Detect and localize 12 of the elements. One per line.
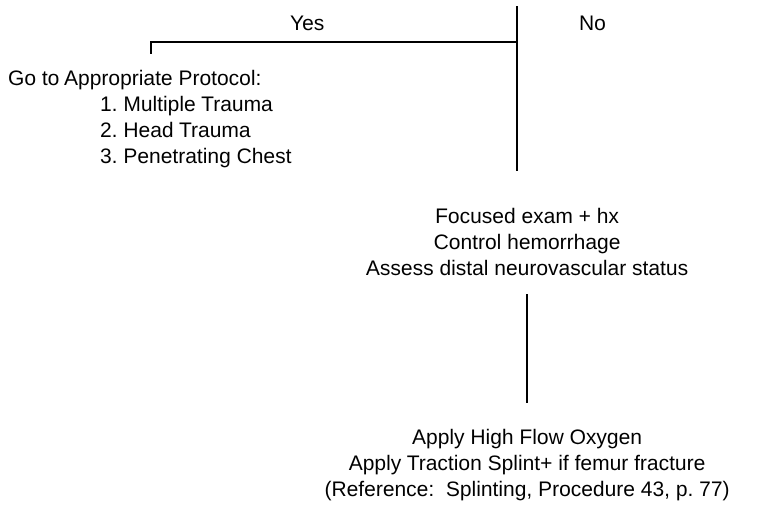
step-text: Apply High Flow Oxygen <box>412 425 642 451</box>
step-text: Assess distal neurovascular status <box>366 256 688 282</box>
step-text: Focused exam + hx <box>435 204 619 230</box>
list-item: 3. Penetrating Chest <box>100 144 292 170</box>
step-text: Control hemorrhage <box>434 230 620 256</box>
heading-text: Go to Appropriate Protocol: <box>8 66 262 92</box>
step-text: (Reference: Splinting, Procedure 43, p. 77) <box>324 477 730 503</box>
list-item: 1. Multiple Trauma <box>100 92 273 118</box>
list-item: 2. Head Trauma <box>100 118 251 144</box>
connector-line <box>526 294 528 403</box>
step-text: Apply Traction Splint+ if femur fracture <box>348 451 706 477</box>
connector-line <box>516 6 518 171</box>
